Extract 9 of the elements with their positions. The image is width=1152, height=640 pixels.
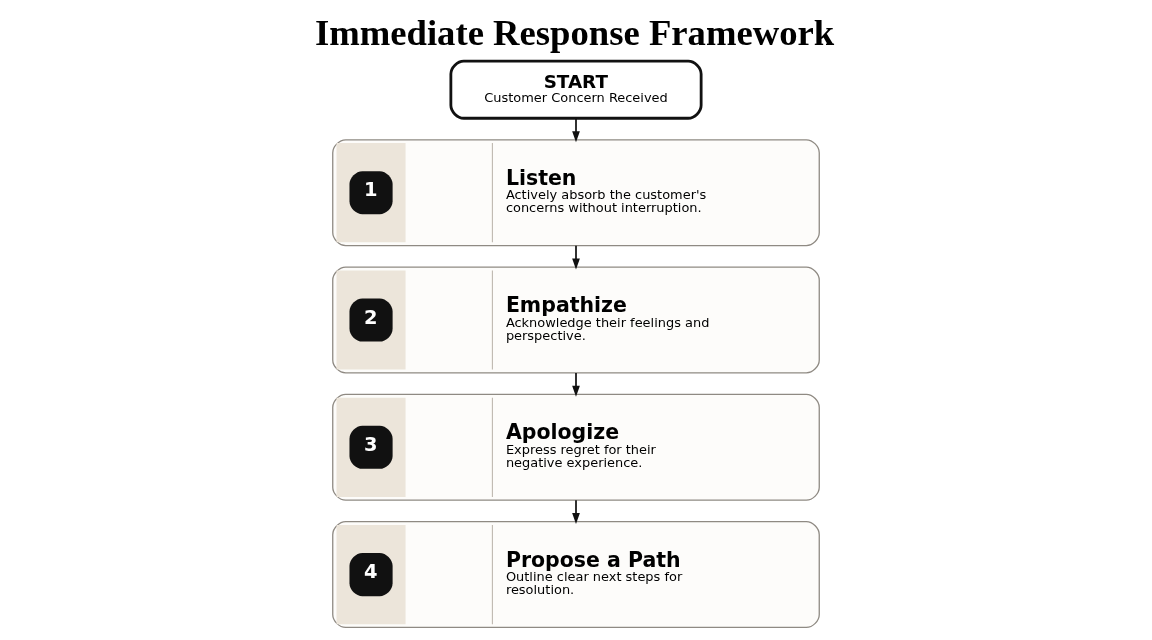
diagram-title: Immediate Response Framework xyxy=(314,12,835,54)
node-box: START Customer Concern Received xyxy=(449,59,703,120)
arrow xyxy=(572,499,580,525)
arrow xyxy=(572,372,580,397)
node-box: 2 Empathize Acknowledge their feelings and perspective. xyxy=(332,266,820,374)
node-box: 1 Listen Actively absorb the customer's concerns without interruption. xyxy=(332,139,820,247)
arrow xyxy=(572,117,580,143)
arrow xyxy=(572,244,580,270)
node-box: 3 Apologize Express regret for their negative experience. xyxy=(332,393,820,501)
